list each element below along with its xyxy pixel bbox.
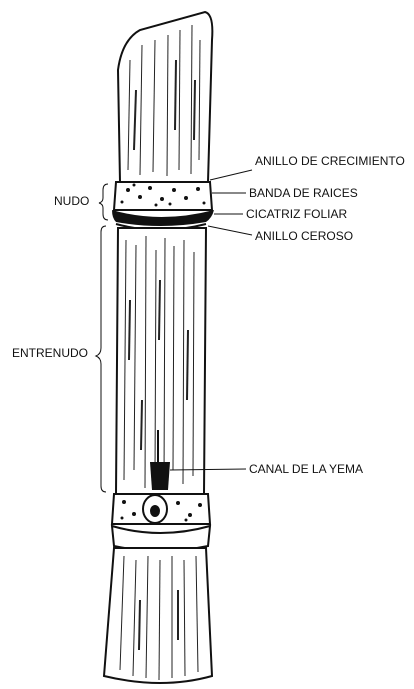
main-internode xyxy=(116,228,206,494)
label-anillo-ceroso: ANILLO CEROSO xyxy=(255,229,353,243)
label-entrenudo: ENTRENUDO xyxy=(12,346,88,360)
label-anillo-crecimiento: ANILLO DE CRECIMIENTO xyxy=(255,154,405,168)
brace-nudo xyxy=(99,184,108,220)
label-cicatriz-foliar: CICATRIZ FOLIAR xyxy=(246,207,347,221)
leader-anillo-ceroso xyxy=(208,226,252,235)
braces xyxy=(96,184,108,492)
top-internode xyxy=(118,12,212,182)
upper-node-band xyxy=(114,182,212,210)
label-canal-yema: CANAL DE LA YEMA xyxy=(249,462,363,476)
label-nudo: NUDO xyxy=(54,194,89,208)
bud-groove xyxy=(150,462,170,490)
leader-anillo-crecimiento xyxy=(210,170,252,180)
leaf-scar xyxy=(112,210,214,226)
brace-entrenudo xyxy=(96,226,106,492)
label-banda-raices: BANDA DE RAICES xyxy=(249,186,358,200)
